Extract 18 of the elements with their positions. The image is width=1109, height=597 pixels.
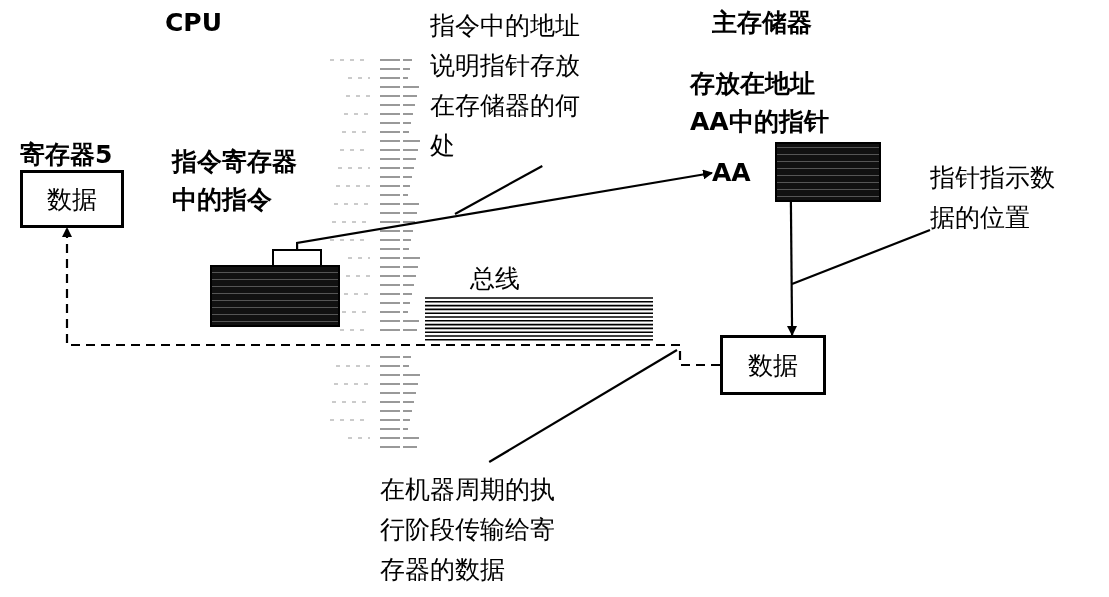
block-heading: 指令寄存器中的指令 [172,146,298,216]
callout-text: 指针指示数据的位置 [930,162,1056,234]
block-heading: 存放在地址AA中的指针 [690,68,830,138]
arrow [787,202,797,336]
arrow [296,169,713,249]
callout-text: 在机器周期的执行阶段传输给寄存器的数据 [380,474,556,586]
callout-text: 指令中的地址说明指针存放在存储器的何处 [430,10,581,162]
data-box: 数据 [720,335,826,395]
section-title: CPU [165,7,222,39]
section-title: 主存储器 [712,7,812,39]
arrow [62,227,720,367]
register-heading: 寄存器5 [20,140,113,170]
bus-label: 总线 [470,263,520,295]
leader-line [791,228,931,286]
address-label: AA [712,157,752,189]
leader-line [454,165,543,215]
register-box: 数据 [20,170,124,228]
leader-line [488,349,678,463]
